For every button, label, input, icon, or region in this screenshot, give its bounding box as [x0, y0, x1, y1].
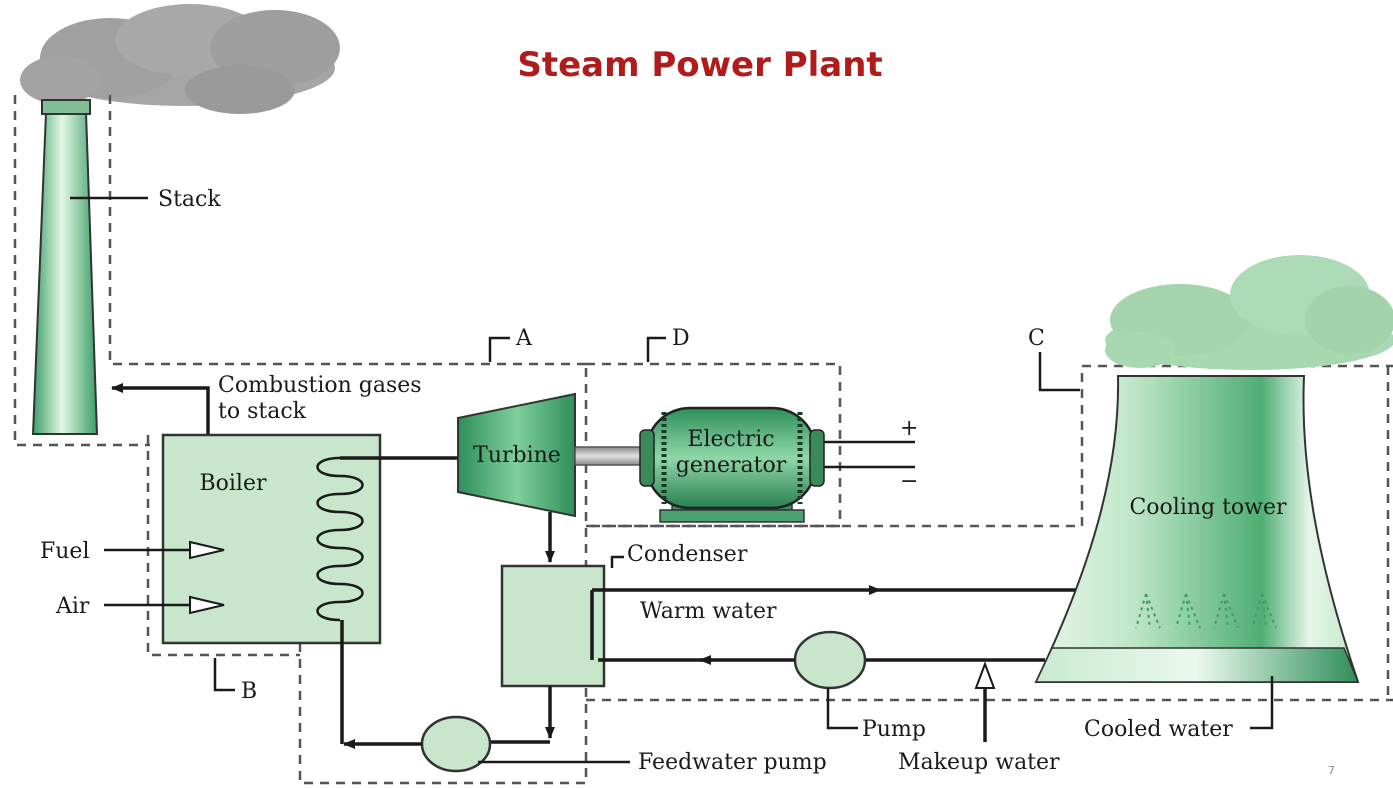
region-c-boundary [586, 364, 1393, 528]
combustion-gas-arrow [111, 383, 210, 434]
turbine-shaft [574, 446, 648, 466]
combustion-label-line1: Combustion gases [218, 373, 422, 398]
electric-generator [639, 406, 825, 523]
fuel-label: Fuel [40, 539, 90, 564]
inlet-arrow-icon [974, 661, 996, 689]
steam-cloud-icon [1105, 255, 1393, 370]
pump [793, 630, 867, 690]
turbine [457, 392, 576, 518]
makeup-water-label: Makeup water [898, 750, 1060, 775]
combustion-label-line2: to stack [218, 399, 307, 424]
boiler-coil [316, 456, 364, 622]
inlet-arrow-icon [189, 595, 225, 615]
condenser [500, 564, 606, 688]
generator-label-line2: generator [676, 453, 787, 478]
region-d-label: D [672, 326, 690, 351]
boiler-label: Boiler [199, 471, 267, 496]
region-b-label: B [241, 679, 257, 704]
turbine-label: Turbine [473, 443, 561, 468]
spray-nozzles [1135, 593, 1277, 629]
stack-label: Stack [158, 187, 221, 212]
stack [31, 111, 99, 435]
region-c-label: C [1028, 326, 1045, 351]
region-a-leader [488, 336, 510, 362]
generator-label-line1: Electric [687, 427, 774, 452]
cooling-tower-label: Cooling tower [1129, 495, 1287, 520]
region-b-leader [213, 658, 235, 692]
cooled-water-leader [1250, 676, 1274, 730]
negative-terminal-label: − [900, 469, 918, 494]
page-number: 7 [1328, 764, 1335, 777]
smoke-cloud-icon [20, 4, 340, 114]
page-title: Steam Power Plant [517, 45, 882, 85]
warm-water-line [590, 588, 862, 660]
region-c-leader [1038, 352, 1080, 392]
inlet-arrow-icon [189, 540, 225, 560]
pump-label: Pump [862, 717, 926, 742]
condenser-label: Condenser [627, 542, 748, 567]
air-label: Air [55, 594, 90, 619]
feedwater-pump-label: Feedwater pump [638, 750, 827, 775]
cooled-water-label: Cooled water [1084, 717, 1233, 742]
cooling-tower [1034, 375, 1360, 683]
stack-boundary [13, 95, 586, 447]
condenser-leader [610, 555, 624, 568]
cooling-tower-basin [1034, 647, 1360, 683]
pump-leader [826, 688, 858, 730]
positive-terminal-label: + [900, 416, 918, 441]
region-b-boundary [146, 435, 300, 657]
warm-water-label: Warm water [640, 599, 777, 624]
region-a-label: A [515, 326, 533, 351]
region-d-leader [646, 336, 666, 362]
stack-cap [41, 99, 91, 115]
